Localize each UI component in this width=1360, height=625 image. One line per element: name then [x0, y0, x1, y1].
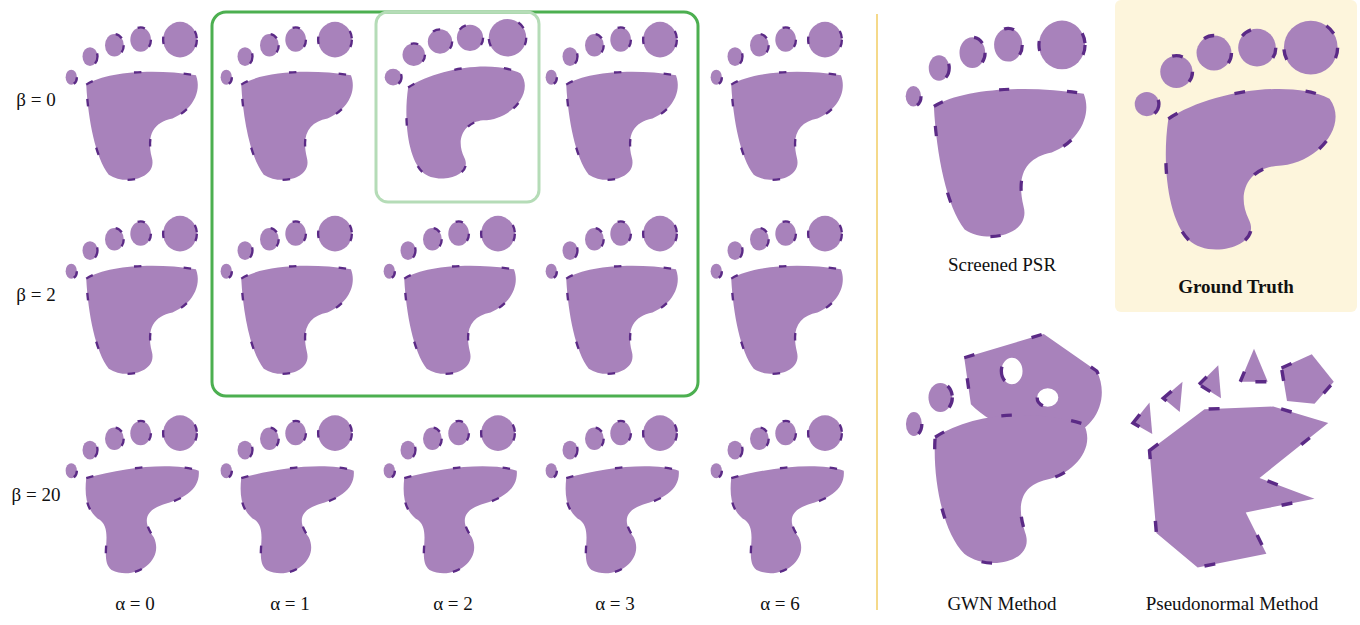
- foot-shape: [66, 415, 199, 573]
- column-label: α = 3: [595, 594, 635, 615]
- method-caption: GWN Method: [947, 594, 1056, 615]
- foot-shape: [906, 334, 1102, 563]
- column-label: α = 1: [270, 594, 310, 615]
- row-label: β = 20: [12, 485, 61, 506]
- panel-title: Ground Truth: [1178, 276, 1294, 298]
- method-caption: Screened PSR: [948, 255, 1056, 276]
- row-label: β = 0: [16, 90, 55, 111]
- column-label: α = 2: [433, 594, 473, 615]
- foot-shape: [66, 22, 198, 180]
- separator-line: [876, 14, 878, 610]
- highlight-box: [376, 12, 539, 202]
- foot-shape: [711, 22, 843, 180]
- foot-shape: [385, 19, 527, 179]
- highlight-panel: [1115, 0, 1357, 312]
- foot-shape: [546, 415, 679, 573]
- foot-shape: [221, 22, 353, 180]
- foot-shape: [221, 415, 354, 573]
- foot-shape: [711, 415, 844, 573]
- column-label: α = 6: [760, 594, 800, 615]
- row-label: β = 2: [16, 285, 55, 306]
- foot-shape: [546, 22, 678, 180]
- foot-shape: [1133, 349, 1334, 568]
- column-label: α = 0: [115, 594, 155, 615]
- foot-shape: [711, 216, 843, 374]
- foot-shape: [546, 216, 678, 374]
- foot-shape: [384, 216, 516, 374]
- foot-shape: [66, 216, 198, 374]
- foot-shape: [906, 21, 1087, 237]
- foot-shape: [221, 216, 353, 374]
- highlight-box: [212, 12, 698, 396]
- highlight-panel: Ground Truth: [1115, 0, 1357, 312]
- foot-shape: [1135, 21, 1338, 250]
- foot-shape: [384, 415, 517, 573]
- method-caption: Pseudonormal Method: [1146, 594, 1319, 615]
